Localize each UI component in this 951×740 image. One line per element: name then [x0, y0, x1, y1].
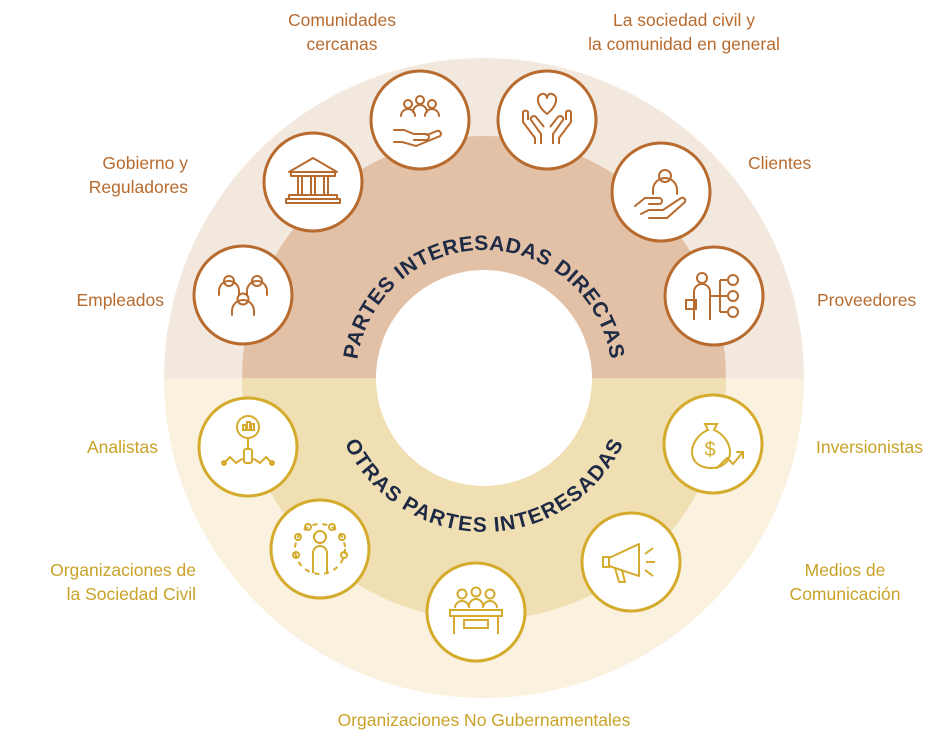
label-sociedad-civil: La sociedad civil y la comunidad en gene…	[588, 10, 780, 54]
icon-circle-medios	[580, 511, 682, 613]
icon-circle-empleados	[192, 244, 294, 346]
center-hole	[376, 270, 592, 486]
label-proveedores: Proveedores	[817, 290, 917, 310]
label-medios: Medios de Comunicación	[789, 560, 901, 604]
label-empleados: Empleados	[76, 290, 164, 310]
icon-circle-clientes	[610, 141, 712, 243]
icon-circle-gobierno	[262, 131, 364, 233]
icon-circle-ong	[425, 561, 527, 663]
ngo-meeting-icon	[449, 586, 503, 634]
label-inversionistas: Inversionistas	[816, 437, 923, 457]
icon-circle-inversionistas: $	[662, 393, 764, 495]
community-hand-icon	[393, 95, 442, 148]
label-gobierno: Gobierno y Reguladores	[88, 153, 188, 197]
client-hand-icon	[634, 169, 687, 219]
label-organizaciones-sociedad-civil: Organizaciones de la Sociedad Civil	[50, 560, 196, 604]
megaphone-icon	[602, 543, 655, 583]
icon-circle-analistas	[197, 396, 299, 498]
inner-ring-top	[242, 136, 726, 378]
icon-circle-organizaciones-sociedad-civil	[269, 498, 371, 600]
label-ong: Organizaciones No Gubernamentales	[337, 710, 631, 730]
government-building-icon	[285, 157, 341, 204]
label-analistas: Analistas	[86, 437, 158, 457]
money-bag-growth-icon: $	[690, 423, 744, 470]
civil-society-circle-icon	[292, 523, 348, 575]
icon-circle-proveedores	[663, 245, 765, 347]
icon-circle-comunidades	[369, 69, 471, 171]
icon-circle-sociedad-civil	[496, 69, 598, 171]
svg-text:$: $	[704, 439, 715, 461]
heart-hands-icon	[522, 92, 572, 144]
label-comunidades: Comunidades cercanas	[288, 10, 396, 54]
people-group-icon	[218, 275, 268, 316]
supplier-network-icon	[685, 272, 739, 320]
analyst-magnifier-icon	[221, 415, 275, 466]
label-clientes: Clientes	[748, 153, 812, 173]
